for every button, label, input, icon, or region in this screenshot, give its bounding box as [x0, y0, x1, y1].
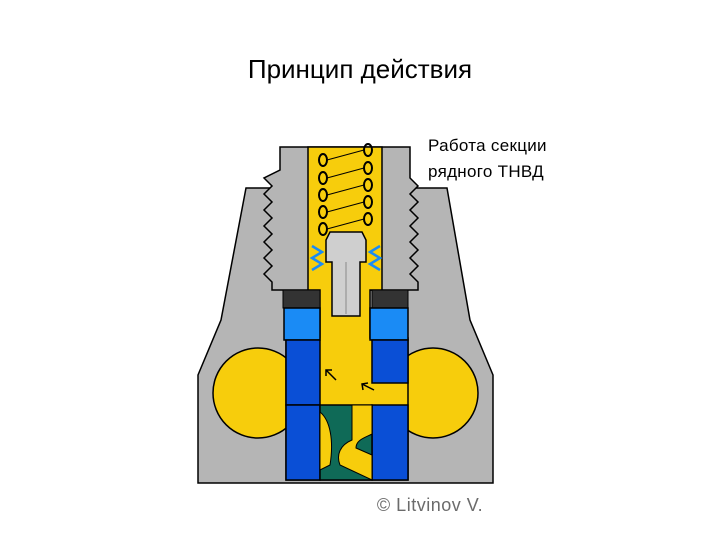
barrel-top-left: [283, 307, 321, 341]
barrel-right-lower: [371, 404, 409, 481]
barrel-left: [285, 339, 321, 406]
slide-title: Принцип действия: [247, 54, 473, 84]
caption-line-2: рядного ТНВД: [428, 162, 544, 181]
barrel-top-right: [369, 307, 409, 341]
plunger-groove: [319, 410, 333, 471]
spring: [318, 143, 373, 236]
valve-seat: [309, 244, 383, 272]
caption-line-1: Работа секции: [428, 136, 547, 155]
barrel-right: [371, 339, 409, 384]
barrel-left-lower: [285, 404, 321, 481]
plunger-helix: [320, 404, 373, 481]
flow-arrows: [325, 369, 375, 391]
seal-left: [282, 289, 321, 309]
seal-right: [371, 289, 409, 309]
diagram-caption: Работа секции рядного ТНВД: [428, 133, 547, 185]
author-credit: © Litvinov V.: [376, 495, 484, 515]
